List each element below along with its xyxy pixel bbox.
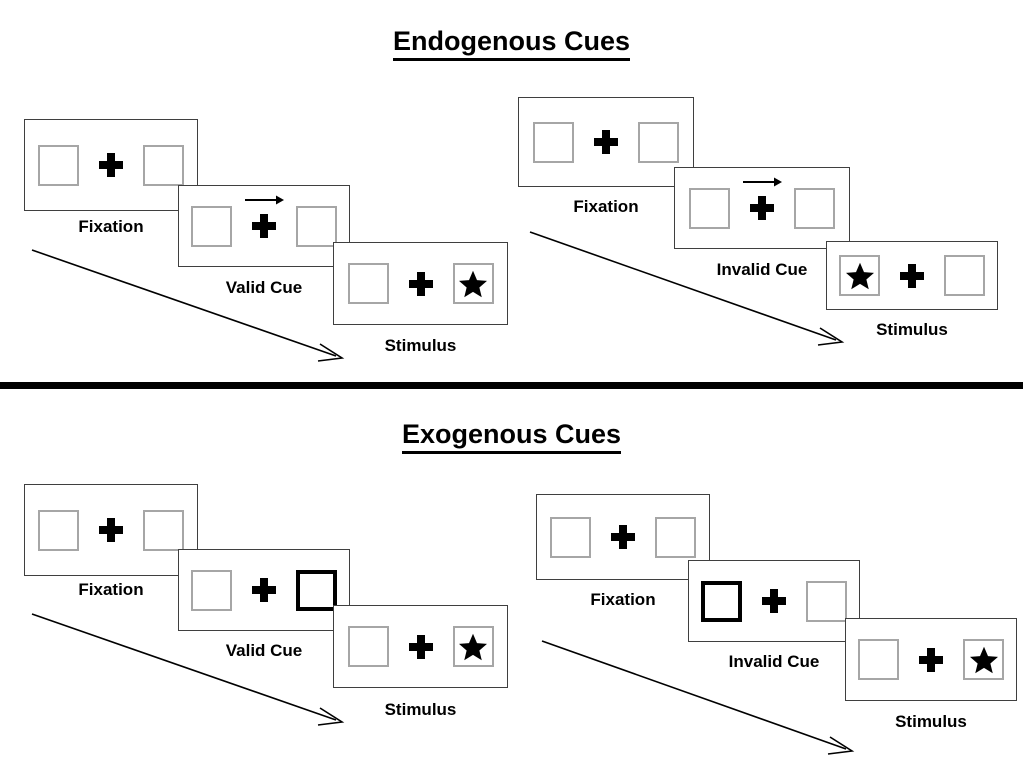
stimulus-box-left bbox=[689, 187, 730, 229]
stimulus-box-left bbox=[191, 569, 232, 611]
stimulus-box-left bbox=[550, 516, 591, 558]
caption-endogenous-valid-cue: Valid Cue bbox=[225, 278, 303, 297]
stimulus-box-right bbox=[452, 263, 494, 304]
center-column bbox=[574, 129, 638, 155]
caption-endogenous-valid-stimulus: Stimulus bbox=[384, 336, 457, 355]
stimulus-box-left bbox=[347, 263, 389, 304]
center-column bbox=[591, 524, 655, 550]
caption-endogenous-invalid-cue: Invalid Cue bbox=[716, 260, 808, 279]
center-column bbox=[880, 263, 944, 289]
stimulus-box-left bbox=[533, 121, 574, 163]
star-target-icon bbox=[845, 262, 874, 289]
stimulus-box-left bbox=[839, 255, 880, 296]
center-column bbox=[79, 152, 143, 178]
fixation-cross-icon bbox=[761, 588, 787, 614]
caption-exogenous-invalid-cue: Invalid Cue bbox=[728, 652, 820, 671]
section-title-endogenous-text: Endogenous Cues bbox=[392, 26, 630, 61]
caption-exogenous-valid-cue: Valid Cue bbox=[225, 641, 303, 660]
fixation-cross-icon bbox=[98, 517, 124, 543]
stimulus-box-right bbox=[944, 255, 985, 296]
fixation-cross-icon bbox=[408, 271, 434, 297]
star-target-icon bbox=[459, 633, 487, 660]
caption-exogenous-invalid-stimulus: Stimulus bbox=[895, 712, 967, 731]
fixation-cross-icon bbox=[610, 524, 636, 550]
center-column bbox=[389, 271, 453, 297]
stimulus-box-right bbox=[638, 121, 679, 163]
fixation-cross-icon bbox=[899, 263, 925, 289]
panel-endogenous-invalid-fixation bbox=[518, 97, 694, 187]
panel-endogenous-valid-cue bbox=[178, 185, 350, 267]
center-column bbox=[899, 647, 963, 673]
fixation-cross-icon bbox=[593, 129, 619, 155]
section-title-endogenous: Endogenous Cues bbox=[0, 26, 1023, 61]
stimulus-box-right bbox=[143, 509, 184, 551]
center-column bbox=[232, 195, 296, 239]
center-column bbox=[232, 577, 296, 603]
stimulus-box-left bbox=[38, 144, 79, 186]
stimulus-box-right bbox=[452, 626, 494, 667]
fixation-cross-icon bbox=[749, 195, 775, 221]
panel-exogenous-valid-fixation bbox=[24, 484, 198, 576]
stimulus-box-left bbox=[858, 639, 899, 680]
panel-endogenous-valid-fixation bbox=[24, 119, 198, 211]
panel-exogenous-valid-stimulus bbox=[333, 605, 508, 688]
panel-exogenous-valid-cue bbox=[178, 549, 350, 631]
panel-exogenous-invalid-cue bbox=[688, 560, 860, 642]
fixation-cross-icon bbox=[251, 577, 277, 603]
center-column bbox=[730, 177, 794, 221]
stimulus-box-right-cued bbox=[296, 569, 337, 611]
caption-endogenous-invalid-fixation: Fixation bbox=[573, 197, 639, 216]
stimulus-box-right bbox=[296, 205, 337, 247]
caption-exogenous-invalid-fixation: Fixation bbox=[590, 590, 656, 609]
stimulus-box-left bbox=[191, 205, 232, 247]
stimulus-box-left bbox=[38, 509, 79, 551]
stimulus-box-right bbox=[655, 516, 696, 558]
cue-arrow-right-icon bbox=[245, 195, 284, 205]
stimulus-box-left bbox=[347, 626, 389, 667]
caption-exogenous-valid-fixation: Fixation bbox=[78, 580, 144, 599]
section-title-exogenous: Exogenous Cues bbox=[0, 419, 1023, 454]
fixation-cross-icon bbox=[918, 647, 944, 673]
panel-endogenous-invalid-stimulus bbox=[826, 241, 998, 310]
stimulus-box-right bbox=[806, 580, 847, 622]
panel-endogenous-invalid-cue bbox=[674, 167, 850, 249]
cue-arrow-right-icon bbox=[743, 177, 782, 187]
section-title-exogenous-text: Exogenous Cues bbox=[401, 419, 622, 454]
section-divider bbox=[0, 382, 1023, 389]
caption-endogenous-valid-fixation: Fixation bbox=[78, 217, 144, 236]
star-target-icon bbox=[969, 646, 998, 673]
stimulus-box-right bbox=[143, 144, 184, 186]
panel-exogenous-invalid-stimulus bbox=[845, 618, 1017, 701]
panel-endogenous-valid-stimulus bbox=[333, 242, 508, 325]
center-column bbox=[742, 588, 806, 614]
fixation-cross-icon bbox=[98, 152, 124, 178]
center-column bbox=[79, 517, 143, 543]
panel-exogenous-invalid-fixation bbox=[536, 494, 710, 580]
star-target-icon bbox=[459, 270, 487, 297]
stimulus-box-left-cued bbox=[701, 580, 742, 622]
stimulus-box-right bbox=[963, 639, 1004, 680]
fixation-cross-icon bbox=[251, 213, 277, 239]
caption-exogenous-valid-stimulus: Stimulus bbox=[384, 700, 457, 719]
fixation-cross-icon bbox=[408, 634, 434, 660]
stimulus-box-right bbox=[794, 187, 835, 229]
center-column bbox=[389, 634, 453, 660]
caption-endogenous-invalid-stimulus: Stimulus bbox=[876, 320, 948, 339]
